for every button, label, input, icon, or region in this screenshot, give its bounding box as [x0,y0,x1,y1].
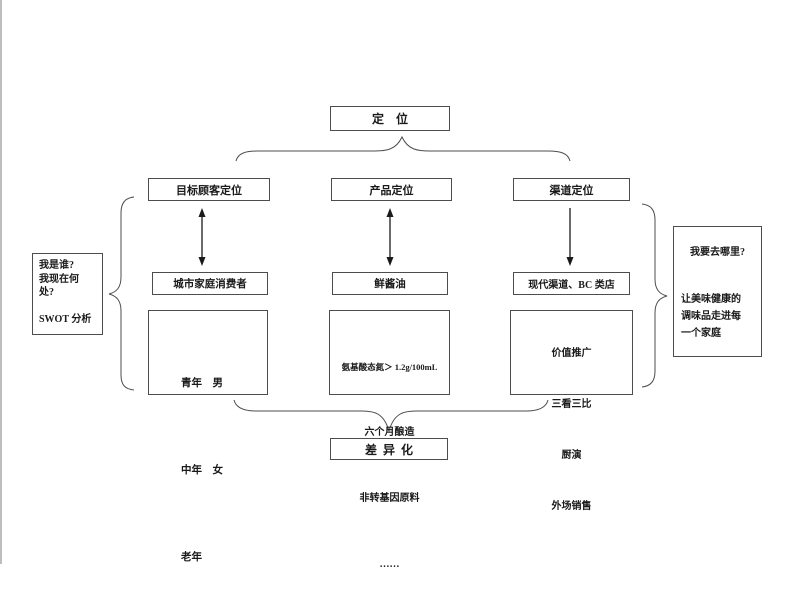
down-arrow-icon [566,208,574,266]
left-brace [108,196,135,391]
product-position-label: 鲜酱油 [374,279,406,290]
detail-line: 青年 男 [181,378,223,389]
detail-line: 六个月酿造 [364,427,415,438]
vision-answer-line: 让美味健康的 [681,294,741,305]
diagram-page: { "top": { "title": "定 位" }, "bottom": {… [0,0,762,570]
channel-detail-box: 价值推广 三看三比 厨演 外场销售 [510,310,633,512]
detail-line: 价值推广 [551,348,592,359]
detail-line: 厨演 [561,450,582,461]
target-customer-header-box: 目标顾客定位 [148,178,270,201]
differentiation-label: 差 异 化 [364,442,413,457]
right-brace [641,203,668,388]
product-header-label: 产品定位 [369,184,414,197]
detail-line: 老年 [181,552,202,563]
detail-line: 中年 女 [181,465,223,476]
target-customer-position-box: 城市家庭消费者 [152,272,268,295]
bottom-brace [233,399,549,433]
positioning-title-label: 定 位 [371,112,408,126]
detail-line: 氨基酸态氮＞ 1.2g/100mL [341,362,438,372]
channel-header-label: 渠道定位 [549,184,594,197]
target-customer-position-label: 城市家庭消费者 [173,279,247,290]
top-brace [235,135,571,162]
channel-position-box: 现代渠道、BC 类店 [513,272,630,295]
vision-answer: 让美味健康的 调味品走进每 一个家庭 [681,291,741,342]
detail-line: 外场销售 [551,501,592,512]
note-line: 我现在何 [39,273,79,285]
positioning-title-box: 定 位 [330,106,450,131]
note-line: 处? [39,287,54,298]
vision-question: 我要去哪里? [690,247,745,258]
detail-line: 三看三比 [551,399,592,410]
note-line: SWOT 分析 [39,313,92,325]
vision-answer-line: 一个家庭 [681,328,721,339]
channel-position-label: 现代渠道、BC 类店 [528,280,615,291]
swot-note-box: 我是谁? 我现在何 处? SWOT 分析 [32,253,103,335]
channel-header-box: 渠道定位 [513,178,630,201]
note-line: 我是谁? [39,260,74,271]
double-arrow-icon [386,208,394,266]
product-detail-box: 氨基酸态氮＞ 1.2g/100mL 六个月酿造 非转基因原料 …… [329,310,450,570]
detail-line: …… [379,559,400,570]
target-customer-detail-box: 青年 男 中年 女 老年 [148,310,268,563]
product-position-box: 鲜酱油 [332,272,448,295]
vision-answer-line: 调味品走进每 [681,311,741,322]
double-arrow-icon [198,208,206,266]
product-header-box: 产品定位 [331,178,452,201]
page-left-edge [0,0,2,564]
differentiation-box: 差 异 化 [330,438,448,460]
vision-note-box: 我要去哪里? 让美味健康的 调味品走进每 一个家庭 [673,226,762,357]
target-customer-header-label: 目标顾客定位 [176,184,242,197]
detail-line: 非转基因原料 [359,493,420,504]
